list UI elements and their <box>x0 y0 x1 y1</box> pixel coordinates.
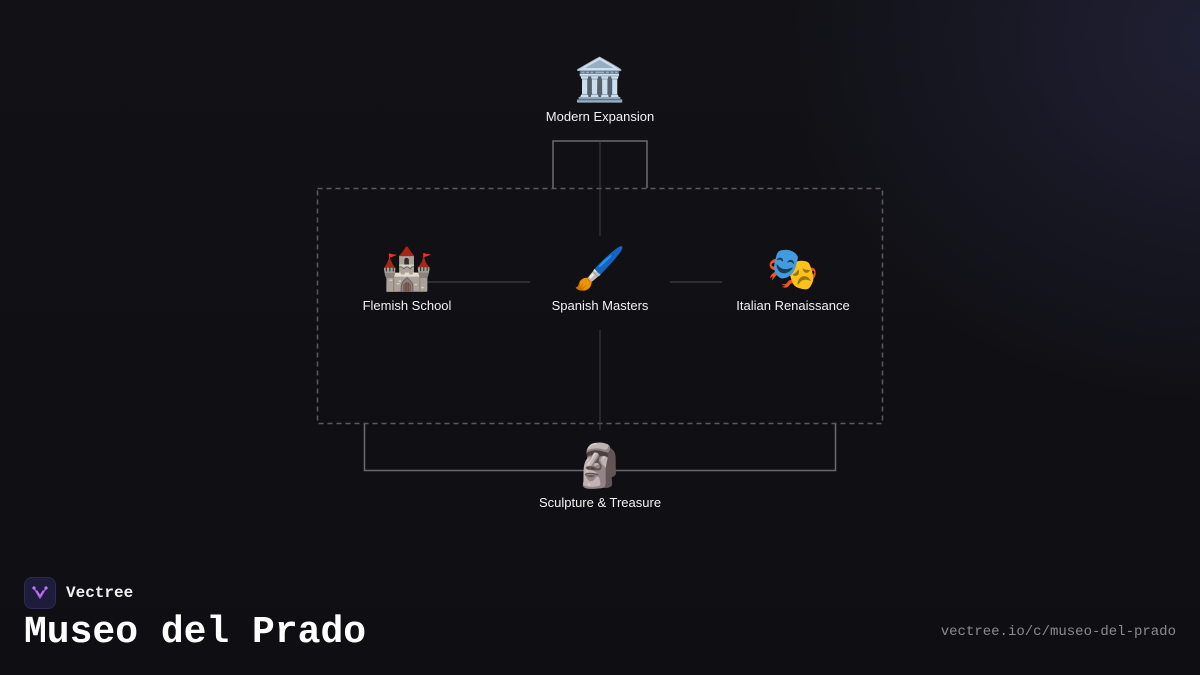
theater-masks-icon: 🎭 <box>766 244 820 293</box>
node-spanish-masters[interactable]: 🖌️ Spanish Masters <box>500 244 700 313</box>
castle-icon: 🏰 <box>380 244 434 293</box>
node-label: Flemish School <box>362 298 452 313</box>
moai-statue-icon: 🗿 <box>573 441 627 490</box>
page-title: Museo del Prado <box>24 611 367 654</box>
brand-name: Vectree <box>66 584 134 602</box>
classical-building-icon: 🏛️ <box>573 55 627 104</box>
node-sculpture-treasure[interactable]: 🗿 Sculpture & Treasure <box>500 441 700 510</box>
brand[interactable]: Vectree <box>24 577 133 609</box>
vectree-logo-icon <box>24 577 56 609</box>
node-label: Spanish Masters <box>551 298 649 313</box>
node-flemish-school[interactable]: 🏰 Flemish School <box>307 244 507 313</box>
node-modern-expansion[interactable]: 🏛️ Modern Expansion <box>500 55 700 124</box>
node-label: Sculpture & Treasure <box>538 495 662 510</box>
node-label: Italian Renaissance <box>736 298 850 313</box>
source-url[interactable]: vectree.io/c/museo-del-prado <box>940 624 1176 640</box>
node-label: Modern Expansion <box>545 109 655 124</box>
connector-bottom-bracket <box>363 424 837 472</box>
paintbrush-icon: 🖌️ <box>573 244 627 293</box>
node-italian-renaissance[interactable]: 🎭 Italian Renaissance <box>693 244 893 313</box>
